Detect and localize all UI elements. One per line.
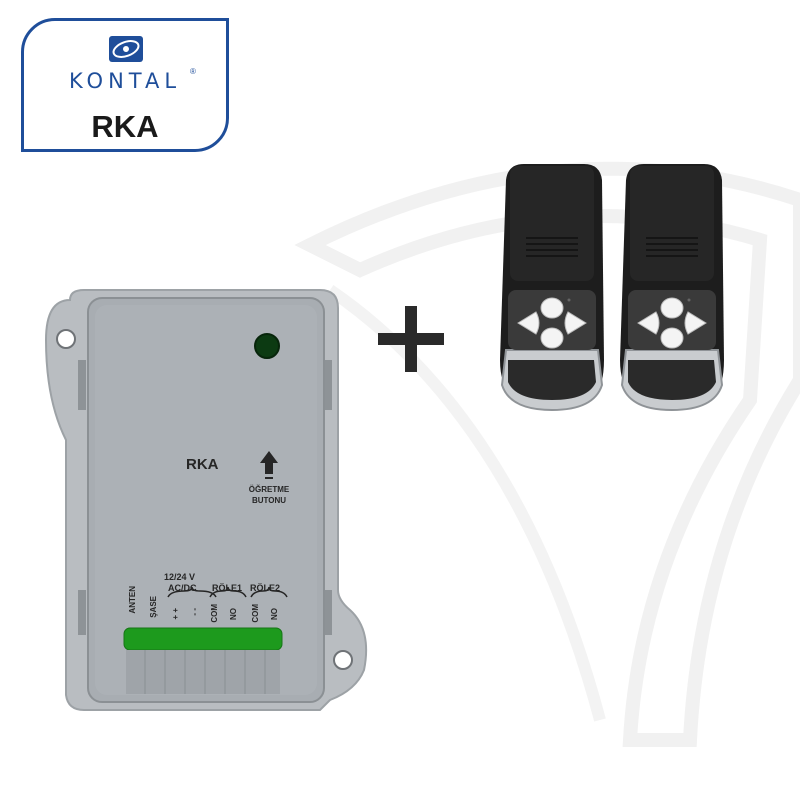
remote-control-1: [500, 164, 604, 412]
terminal-sase: ŞASE: [149, 596, 158, 618]
current-type-label: AC/DC: [168, 583, 197, 593]
brand-logo-box: KONTAL ® RKA: [21, 18, 229, 152]
plus-sign-icon: [378, 306, 444, 372]
terminal-no2: NO: [270, 608, 279, 620]
voltage-label: 12/24 V: [164, 572, 196, 582]
terminal-com2: COM: [251, 604, 260, 623]
relay1-label: RÖLE1: [212, 583, 243, 593]
terminal-no1: NO: [229, 608, 238, 620]
remote-control-2: [620, 164, 724, 412]
terminal-plus: + +: [171, 608, 180, 620]
relay2-label: RÖLE2: [250, 583, 281, 593]
brand-name: KONTAL: [68, 69, 182, 93]
terminal-anten: ANTEN: [128, 586, 137, 614]
device-model-label: RKA: [186, 456, 219, 473]
terminal-com1: COM: [210, 604, 219, 623]
kontal-emblem-icon: [109, 36, 143, 62]
product-name: RKA: [91, 109, 159, 144]
learn-button-label-2: BUTONU: [251, 496, 287, 505]
learn-button-label-1: ÖĞRETME: [248, 485, 290, 494]
registered-mark: ®: [190, 67, 196, 76]
terminal-minus: - -: [190, 608, 199, 616]
